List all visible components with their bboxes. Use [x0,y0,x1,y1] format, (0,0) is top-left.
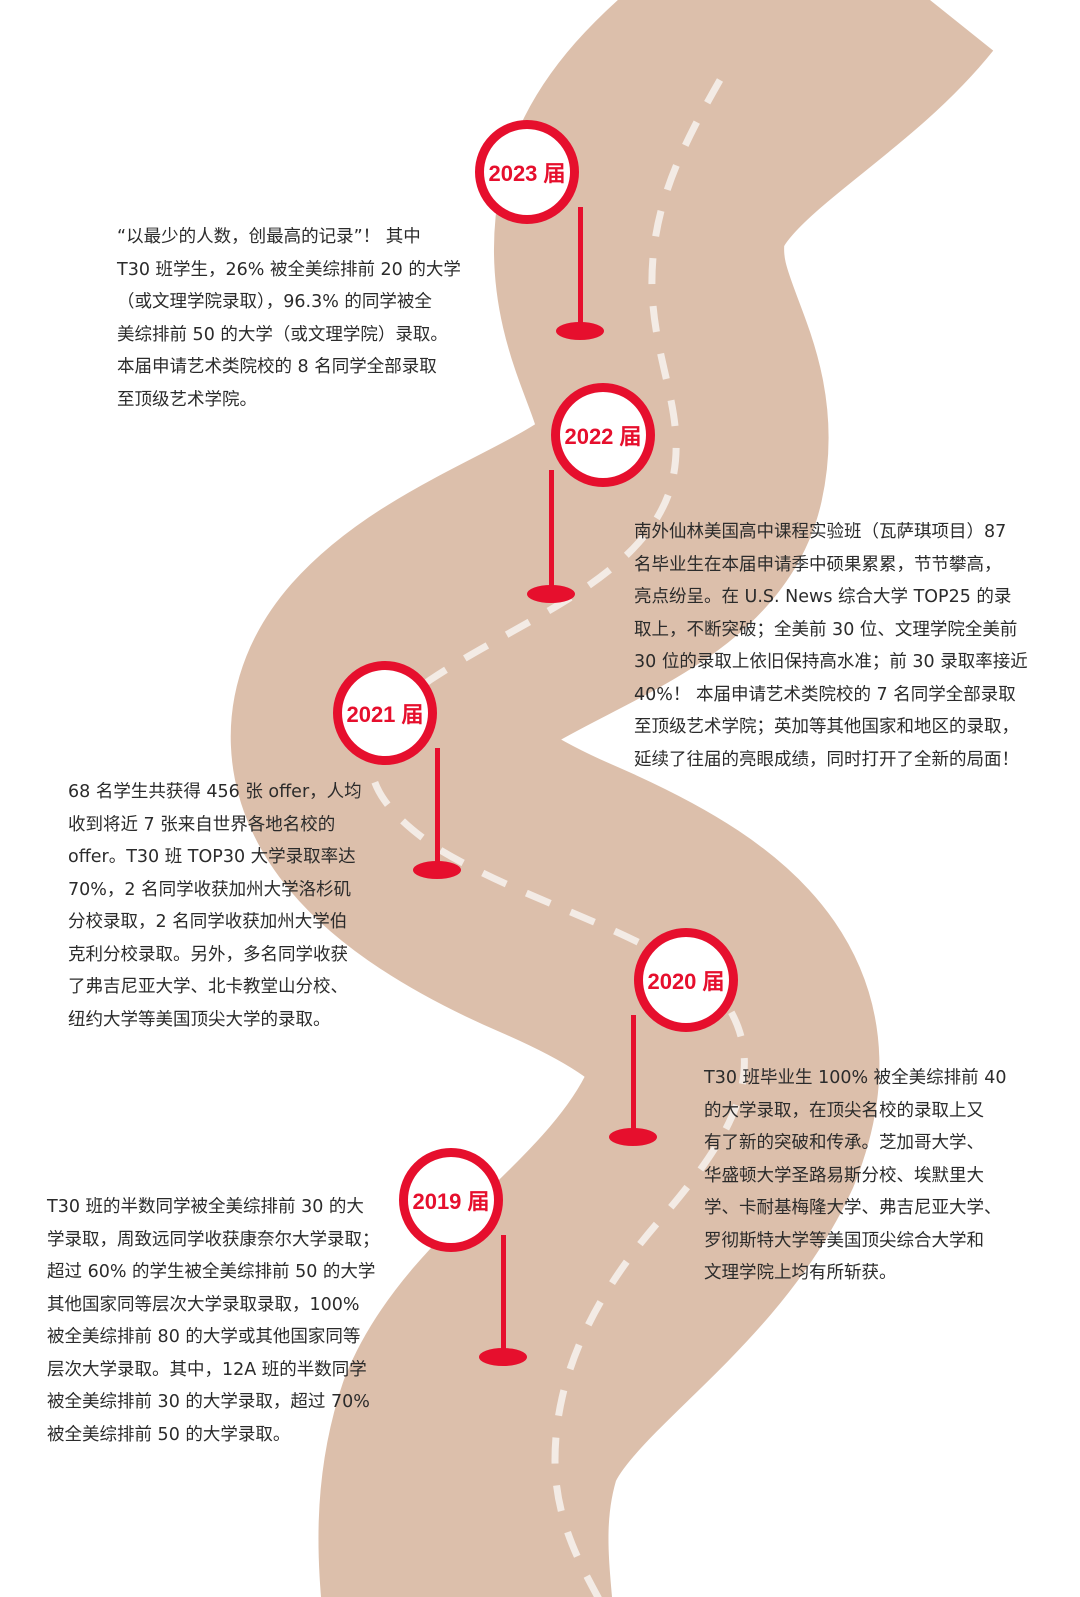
text-line: 的大学录取，在顶尖名校的录取上又 [704,1100,984,1121]
pin-stem [435,748,440,871]
text-line: T30 班毕业生 100% 被全美综排前 40 [704,1068,1007,1088]
text-line: 30 位的录取上依旧保持高水准；前 30 录取率接近 [634,652,1028,672]
pin-year-label: 2022 届 [551,383,655,487]
pin-base [556,322,604,340]
text-line: 延续了往届的亮眼成绩，同时打开了全新的局面！ [634,749,1019,770]
text-line: 本届申请艺术类院校的 8 名同学全部录取 [117,357,437,377]
description-2021: 68 名学生共获得 456 张 offer，人均 收到将近 7 张来自世界各地名… [68,776,362,1036]
description-2023: “以最少的人数，创最高的记录”！ 其中 T30 班学生，26% 被全美综排前 2… [117,221,461,416]
text-line: 有了新的突破和传承。芝加哥大学、 [704,1133,984,1153]
text-line: 被全美综排前 30 的大学录取，超过 70% [47,1392,370,1412]
text-line: 克利分校录取。另外，多名同学收获 [68,944,348,965]
text-line: T30 班学生，26% 被全美综排前 20 的大学 [117,259,461,280]
pin-stem [549,470,554,593]
text-line: 美综排前 50 的大学（或文理学院）录取。 [117,324,448,345]
text-line: 罗彻斯特大学等美国顶尖综合大学和 [704,1230,984,1251]
text-line: 至顶级艺术学院；英加等其他国家和地区的录取， [634,717,1019,737]
text-line: 华盛顿大学圣路易斯分校、埃默里大 [704,1165,984,1186]
pin-year-label: 2021 届 [333,661,437,765]
text-line: （或文理学院录取），96.3% 的同学被全 [117,292,432,312]
text-line: 层次大学录取。其中，12A 班的半数同学 [47,1359,367,1380]
text-line: 68 名学生共获得 456 张 offer，人均 [68,782,362,802]
pin-base [527,585,575,603]
text-line: 40%！ 本届申请艺术类院校的 7 名同学全部录取 [634,684,1016,705]
description-2020: T30 班毕业生 100% 被全美综排前 40 的大学录取，在顶尖名校的录取上又… [704,1062,1007,1290]
text-line: 分校录取，2 名同学收获加州大学伯 [68,912,348,932]
text-line: 学、卡耐基梅隆大学、弗吉尼亚大学、 [704,1198,1002,1218]
text-line: 文理学院上均有所斩获。 [704,1263,897,1283]
pin-stem [631,1015,636,1138]
pin-base [413,861,461,879]
road-centerline-dashes [367,78,748,1597]
text-line: 名毕业生在本届申请季中硕果累累，节节攀高， [634,554,1002,575]
text-line: 其他国家同等层次大学录取录取，100% [47,1294,360,1315]
text-line: 学录取，周致远同学收获康奈尔大学录取； [47,1229,380,1250]
text-line: 超过 60% 的学生被全美综排前 50 的大学 [47,1262,376,1282]
pin-year-label: 2020 届 [634,928,738,1032]
text-line: 至顶级艺术学院。 [117,389,257,410]
pin-base [479,1348,527,1366]
road-body [230,0,994,1597]
text-line: 亮点纷呈。在 U.S. News 综合大学 TOP25 的录 [634,587,1012,607]
text-line: offer。T30 班 TOP30 大学录取率达 [68,847,356,867]
pin-year-label: 2019 届 [399,1148,503,1252]
text-line: T30 班的半数同学被全美综排前 30 的大 [47,1197,364,1217]
text-line: 收到将近 7 张来自世界各地名校的 [68,814,336,835]
text-line: 纽约大学等美国顶尖大学的录取。 [68,1009,331,1030]
text-line: 70%，2 名同学收获加州大学洛杉矶 [68,879,352,900]
description-2019: T30 班的半数同学被全美综排前 30 的大 学录取，周致远同学收获康奈尔大学录… [47,1191,380,1451]
pin-stem [578,207,583,330]
pin-base [609,1128,657,1146]
text-line: 了弗吉尼亚大学、北卡教堂山分校、 [68,977,348,997]
description-2022: 南外仙林美国高中课程实验班（瓦萨琪项目）87 名毕业生在本届申请季中硕果累累，节… [634,516,1028,776]
text-line: “以最少的人数，创最高的记录”！ 其中 [117,227,421,247]
text-line: 被全美综排前 50 的大学录取。 [47,1424,291,1445]
pin-stem [501,1235,506,1358]
text-line: 取上，不断突破；全美前 30 位、文理学院全美前 [634,619,1018,640]
text-line: 被全美综排前 80 的大学或其他国家同等 [47,1327,361,1347]
text-line: 南外仙林美国高中课程实验班（瓦萨琪项目）87 [634,522,1007,542]
pin-year-label: 2023 届 [475,120,579,224]
